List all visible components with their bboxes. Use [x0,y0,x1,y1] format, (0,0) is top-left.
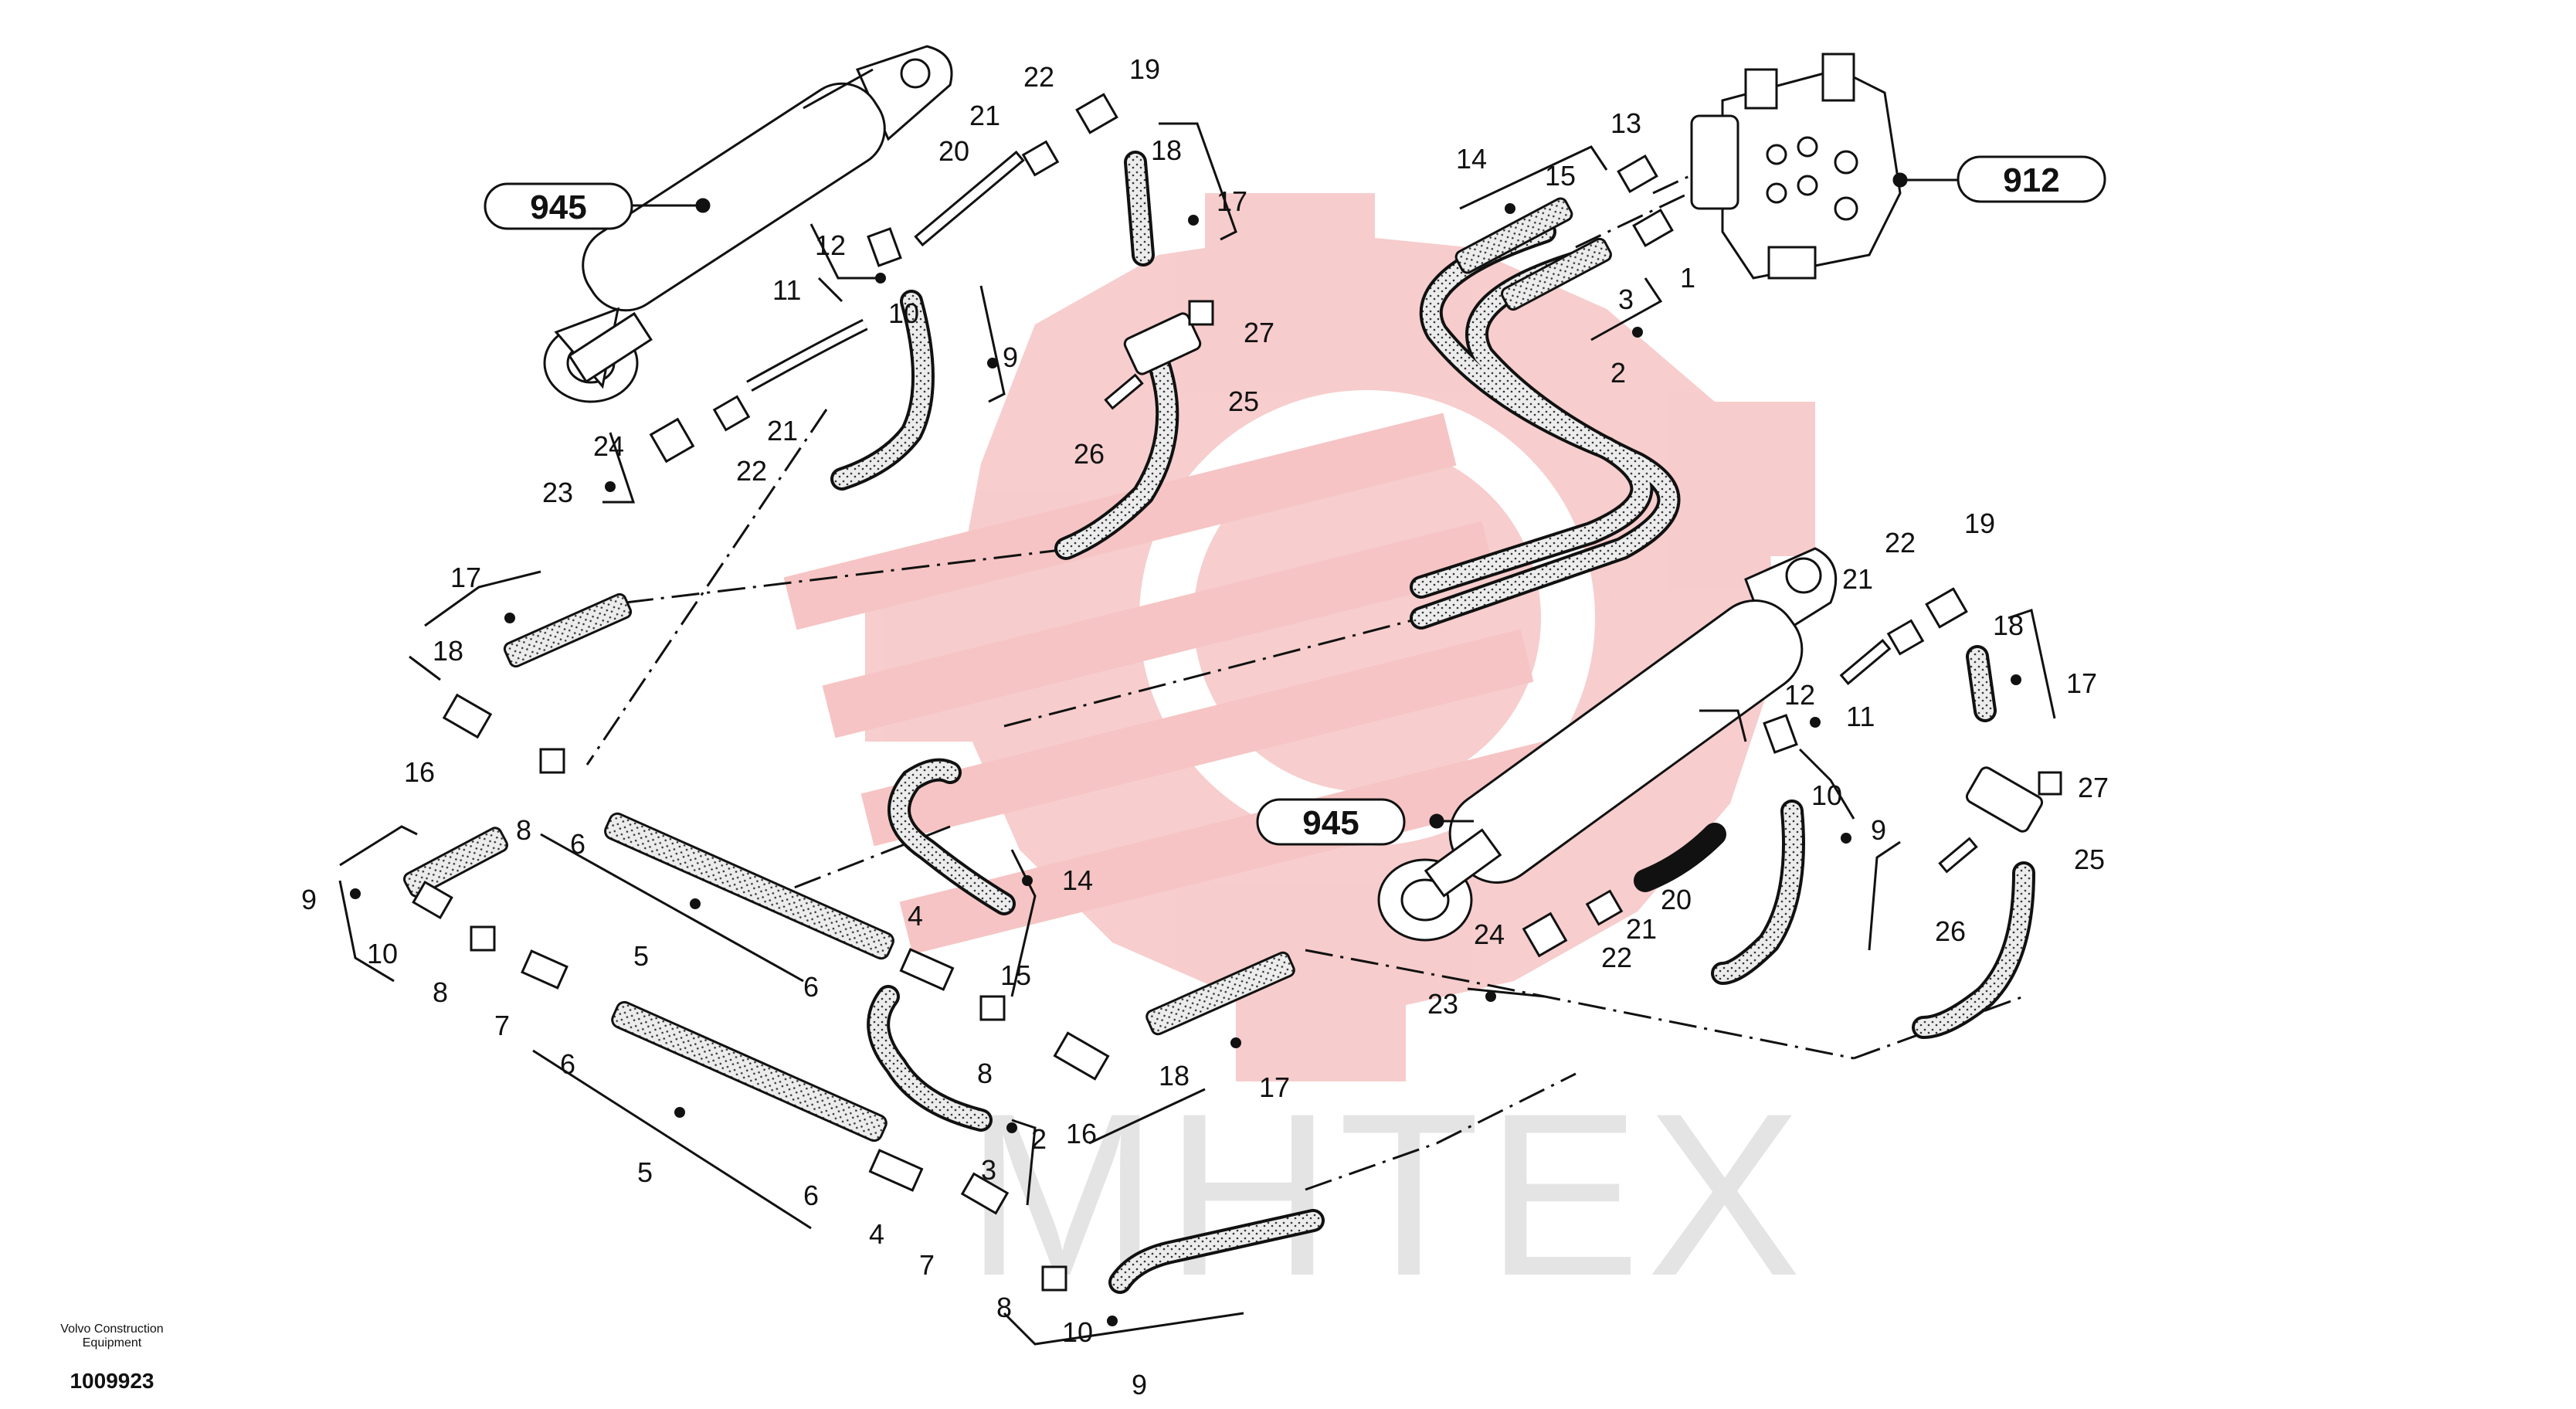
part-label: 18 [1993,609,2024,641]
part-label: 7 [919,1249,935,1281]
part-label: 9 [1003,341,1018,373]
manufacturer-line2: Equipment [82,1336,142,1350]
part-label: 20 [1661,884,1692,915]
part-label: 8 [433,976,448,1008]
part-label: 5 [637,1156,653,1188]
part-label: 18 [1159,1060,1190,1092]
part-label: 8 [516,814,531,846]
part-label: 4 [908,900,923,932]
fittings [412,93,2062,1292]
part-label: 22 [1023,61,1054,93]
part-label: 3 [981,1154,996,1186]
callout-leaders [632,172,1958,829]
part-label: 13 [1610,107,1641,139]
callout-cylinder-right-label: 945 [1302,804,1359,842]
part-label: 9 [1132,1369,1147,1401]
part-label: 11 [772,274,801,306]
part-label: 21 [1626,913,1657,945]
manufacturer-name: Volvo Construction Equipment [31,1322,193,1350]
part-label: 6 [570,828,585,860]
part-label: 20 [938,135,969,167]
part-label: 17 [2066,667,2097,699]
callout-control-valve[interactable]: 912 [1957,155,2106,203]
watermark-text: MHTEX [966,1064,1807,1324]
part-label: 24 [593,430,624,462]
part-label: 9 [301,884,317,915]
control-valve-block [1690,53,1902,280]
hose-fill [833,154,2032,1291]
part-label: 27 [1244,317,1274,348]
part-label: 6 [803,1180,819,1211]
part-label: 14 [1456,143,1487,175]
part-label: 21 [969,100,1000,131]
part-label: 10 [888,297,919,329]
part-label: 10 [1062,1316,1093,1348]
part-label: 16 [1066,1118,1097,1149]
part-label: 12 [1784,679,1815,711]
part-label: 6 [560,1048,575,1080]
part-label: 23 [1427,988,1458,1020]
part-label: 22 [1885,527,1916,559]
part-label: 2 [1031,1123,1047,1155]
part-label: 12 [815,229,846,261]
bracket-markers [350,203,2021,1326]
part-label: 22 [1601,942,1632,973]
callout-cylinder-left[interactable]: 945 [484,182,633,230]
part-label: 14 [1062,864,1093,896]
leader-lines [338,122,2056,1346]
watermark-gear-icon [865,193,1815,1081]
part-label: 15 [1545,160,1576,192]
part-label: 21 [767,415,798,446]
part-label: 17 [1217,185,1247,217]
part-label: 2 [1610,357,1626,389]
part-label: 10 [1811,779,1842,811]
part-label: 17 [450,562,481,593]
part-label: 9 [1871,814,1886,846]
part-label: 21 [1842,563,1873,595]
part-label: 26 [1074,438,1105,470]
part-label: 6 [803,971,819,1003]
part-label: 1 [1680,262,1695,294]
manufacturer-line1: Volvo Construction [60,1322,164,1336]
part-label: 19 [1129,53,1160,85]
steel-tubes [746,150,1892,685]
part-label: 23 [542,477,573,508]
part-label: 11 [1846,701,1875,732]
watermark-stripes [783,413,1573,955]
part-label: 24 [1474,918,1505,950]
part-label: 27 [2078,772,2109,803]
part-labels: 22 19 21 20 18 17 12 11 10 9 27 25 26 21… [301,53,2109,1401]
part-label: 10 [367,938,398,969]
part-label: 26 [1935,915,1966,947]
straight-hoses [403,197,1612,1142]
part-label: 16 [404,756,435,788]
hydraulic-cylinder-left [543,45,953,403]
part-label: 4 [869,1218,884,1250]
callout-control-valve-label: 912 [2003,161,2059,199]
part-label: 17 [1259,1071,1290,1103]
part-label: 25 [2074,844,2105,875]
part-label: 8 [996,1292,1012,1323]
part-label: 5 [633,940,649,972]
drawing-number: 1009923 [70,1369,154,1393]
part-label: 18 [1151,134,1182,166]
part-label: 15 [1000,959,1031,991]
part-label: 22 [736,455,767,487]
part-label: 3 [1618,283,1634,315]
part-label: 19 [1964,508,1995,539]
part-label: 25 [1228,385,1259,417]
callout-cylinder-right[interactable]: 945 [1256,798,1406,846]
part-label: 8 [977,1058,993,1089]
callout-cylinder-left-label: 945 [530,188,586,226]
part-label: 18 [433,635,463,667]
hydraulic-cylinder-right [1377,547,1838,942]
part-label: 7 [494,1010,510,1041]
